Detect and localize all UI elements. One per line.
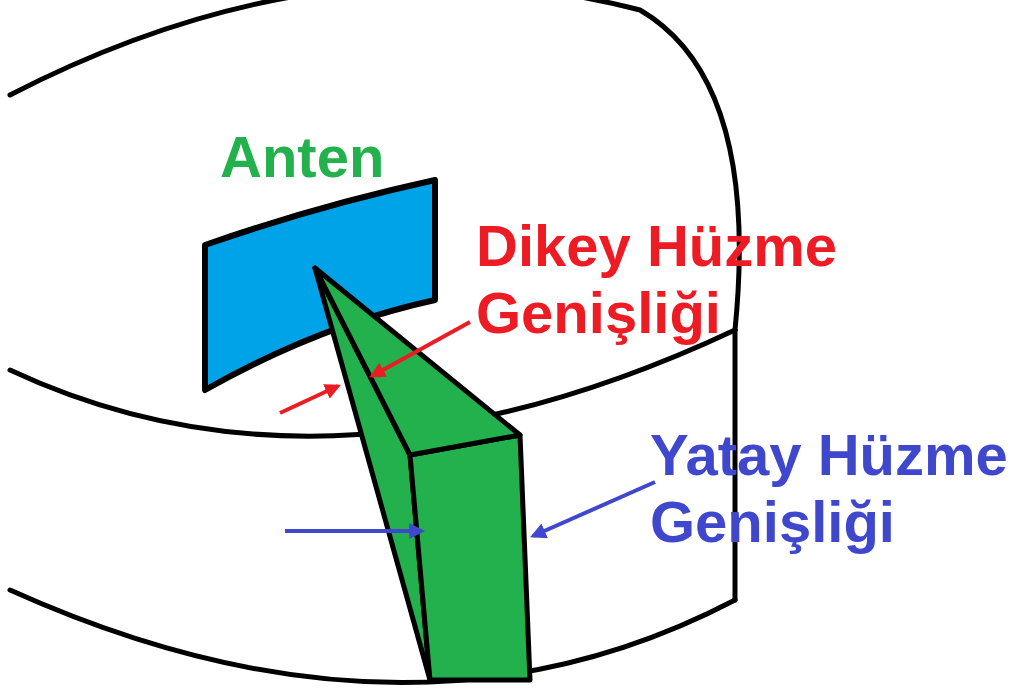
horizontal-beamwidth-label: Yatay Hüzme Genişliği: [650, 421, 1022, 555]
vertical-beamwidth-label: Dikey Hüzme Genişliği: [476, 212, 896, 346]
antenna-label: Anten: [220, 123, 480, 190]
pointer-arrows: [280, 322, 655, 536]
